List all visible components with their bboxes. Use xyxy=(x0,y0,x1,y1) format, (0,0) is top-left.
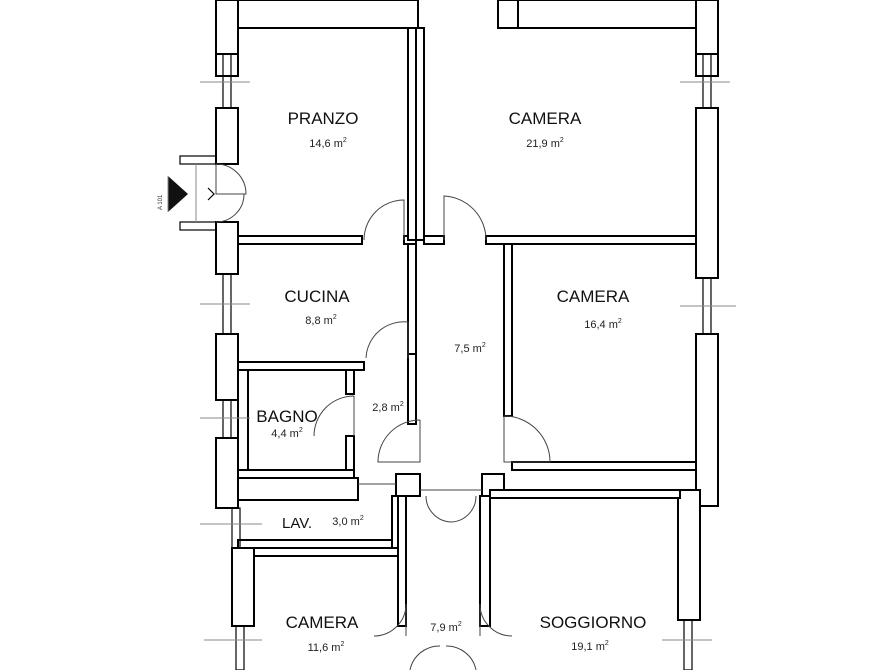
room-area: 2,8 m2 xyxy=(372,401,404,414)
room-cucina: CUCINA 8,8 m2 xyxy=(284,287,350,327)
room-area: 21,9 m2 xyxy=(526,137,564,150)
section-marker-label: A 101 xyxy=(158,194,164,210)
exterior-walls xyxy=(215,0,719,627)
room-name: CAMERA xyxy=(286,613,359,632)
window-pranzo xyxy=(222,53,232,109)
room-name: LAV. xyxy=(282,515,312,532)
room-name: SOGGIORNO xyxy=(540,613,647,632)
room-disimpegno: 2,8 m2 xyxy=(372,401,404,414)
room-name: BAGNO xyxy=(256,407,317,426)
room-corridor-upper: 7,5 m2 xyxy=(454,342,486,355)
room-corridor-lower: 7,9 m2 xyxy=(430,621,462,634)
room-area: 4,4 m2 xyxy=(271,427,303,440)
door-swings xyxy=(313,195,551,670)
room-name: CUCINA xyxy=(284,287,350,306)
entrance xyxy=(179,155,247,231)
room-area: 3,0 m2 xyxy=(332,515,364,528)
room-name: CAMERA xyxy=(557,287,630,306)
room-camera-1: CAMERA 21,9 m2 xyxy=(509,109,582,150)
room-area: 14,6 m2 xyxy=(309,137,347,150)
window-lav xyxy=(231,507,241,549)
interior-walls xyxy=(237,27,697,627)
room-area: 16,4 m2 xyxy=(584,318,622,331)
room-soggiorno: SOGGIORNO 19,1 m2 xyxy=(540,613,647,653)
room-bagno: BAGNO 4,4 m2 xyxy=(256,407,317,440)
room-area: 8,8 m2 xyxy=(305,314,337,327)
window-bagno xyxy=(222,399,232,439)
section-marker: A 101 xyxy=(158,176,188,212)
room-camera-3: CAMERA 11,6 m2 xyxy=(286,613,359,654)
room-camera-2: CAMERA 16,4 m2 xyxy=(557,287,630,331)
room-area: 7,5 m2 xyxy=(454,342,486,355)
windows xyxy=(200,53,736,670)
room-name: CAMERA xyxy=(509,109,582,128)
room-name: PRANZO xyxy=(288,109,359,128)
window-camera-3 xyxy=(235,625,245,670)
window-soggiorno xyxy=(683,619,693,670)
room-area: 11,6 m2 xyxy=(308,641,345,654)
room-pranzo: PRANZO 14,6 m2 xyxy=(288,109,359,150)
room-lav: LAV. 3,0 m2 xyxy=(282,515,364,532)
window-camera-1 xyxy=(702,53,712,109)
room-area: 7,9 m2 xyxy=(430,621,462,634)
room-area: 19,1 m2 xyxy=(571,640,609,653)
